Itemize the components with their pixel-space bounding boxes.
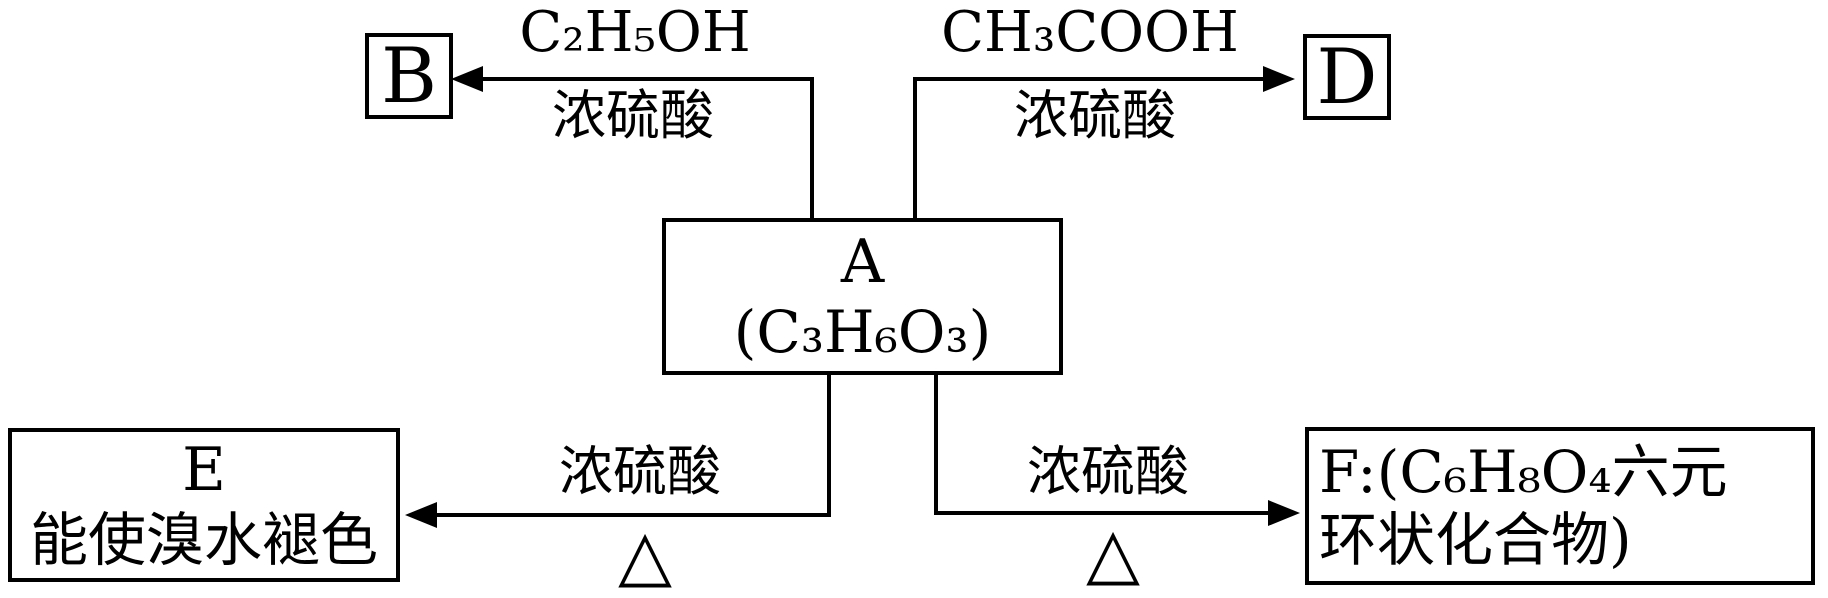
- arrow-a-to-d-arrowhead-icon: [1263, 66, 1295, 92]
- node-f-box: F:(C₆H₈O₄六元 环状化合物): [1305, 427, 1815, 585]
- arrow-a-to-b-arrowhead-icon: [451, 66, 483, 92]
- arrow-a-to-e-vertical-line: [827, 373, 831, 517]
- node-b-box: B: [365, 33, 453, 119]
- node-b-label: B: [381, 31, 437, 120]
- arrow-a-to-f-horizontal-line: [934, 511, 1270, 515]
- arrow-a-to-f-arrowhead-icon: [1268, 500, 1300, 526]
- arrow-a-to-e-condition-label: 浓硫酸: [559, 440, 721, 503]
- node-a-label: A: [840, 226, 885, 297]
- arrow-a-to-b-condition-label: 浓硫酸: [552, 84, 714, 147]
- node-e-label: E: [182, 435, 226, 506]
- arrow-a-to-e-heat-symbol: △: [618, 514, 672, 596]
- node-f-line1: F:(C₆H₈O₄六元: [1319, 437, 1728, 506]
- arrow-a-to-e-horizontal-line: [432, 513, 831, 517]
- arrow-a-to-d-condition-label: 浓硫酸: [1014, 84, 1176, 147]
- arrow-a-to-d-vertical-line: [913, 77, 917, 222]
- arrow-a-to-b-reagent-label: C₂H₅OH: [519, 0, 751, 65]
- arrow-a-to-b-horizontal-line: [478, 77, 814, 81]
- node-e-box: E 能使溴水褪色: [8, 428, 400, 582]
- arrow-a-to-f-vertical-line: [934, 373, 938, 515]
- node-d-box: D: [1303, 34, 1391, 120]
- arrow-a-to-d-reagent-label: CH₃COOH: [941, 0, 1239, 65]
- arrow-a-to-f-heat-symbol: △: [1086, 512, 1140, 594]
- node-a-box: A (C₃H₆O₃): [662, 218, 1063, 375]
- arrow-a-to-f-condition-label: 浓硫酸: [1027, 440, 1189, 503]
- node-e-note: 能使溴水褪色: [29, 506, 378, 575]
- node-d-label: D: [1316, 32, 1378, 121]
- node-a-formula: (C₃H₆O₃): [733, 297, 992, 366]
- node-f-line2: 环状化合物): [1319, 506, 1632, 574]
- arrow-a-to-e-arrowhead-icon: [405, 502, 437, 528]
- arrow-a-to-d-horizontal-line: [913, 77, 1265, 81]
- arrow-a-to-b-vertical-line: [810, 77, 814, 222]
